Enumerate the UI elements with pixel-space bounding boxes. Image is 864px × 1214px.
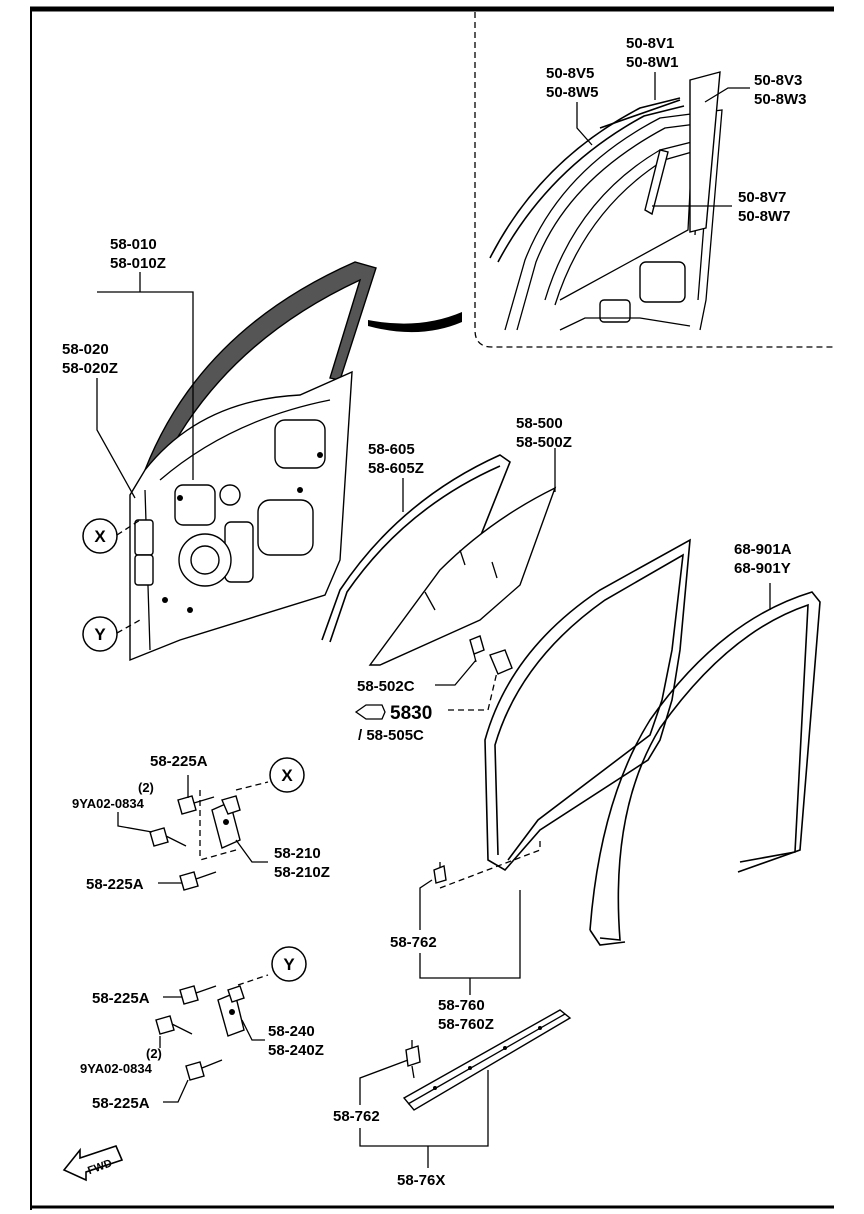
leader-58-225a-bottom [163, 1079, 189, 1103]
lower-hinge [217, 985, 245, 1037]
bolt-58-225a-lower [179, 871, 217, 891]
inset-door-frame [489, 71, 723, 331]
leader-58-762-lower [359, 1059, 409, 1105]
glass-bolt [469, 635, 513, 675]
label-58-605z: 58-605Z [368, 460, 424, 477]
door-glass [368, 486, 557, 666]
leader-y-marker [116, 619, 141, 634]
label-50-8v7: 50-8V7 [738, 189, 786, 206]
label-58-010: 58-010 [110, 236, 157, 253]
front-door-panel [129, 261, 377, 662]
label-58-225a-lower: 58-225A [86, 876, 144, 893]
label-58-500z: 58-500Z [516, 434, 572, 451]
leader-58-020b [96, 378, 136, 499]
label-qty-2-lower: (2) [146, 1046, 162, 1061]
label-58-760z: 58-760Z [438, 1016, 494, 1033]
label-58-210z: 58-210Z [274, 864, 330, 881]
marker-y-hinge [271, 946, 307, 982]
label-68-901y: 68-901Y [734, 560, 791, 577]
marker-x-door [82, 518, 118, 554]
label-58-502c: 58-502C [357, 678, 415, 695]
label-58-240: 58-240 [268, 1023, 315, 1040]
leader-x-marker [116, 519, 141, 536]
sill-strip [402, 1009, 572, 1111]
marker-x-hinge [269, 757, 305, 793]
pointer-hand-icon [354, 704, 386, 720]
inset-detail-frame [474, 12, 834, 348]
marker-y-door-text: Y [94, 625, 106, 644]
glass-run-channel [321, 454, 511, 643]
fwd-arrow-icon [62, 1145, 124, 1182]
label-qty-2-upper: (2) [138, 780, 154, 795]
label-9ya02-upper: 9YA02-0834 [72, 796, 145, 811]
label-58-225a-top: 58-225A [150, 753, 208, 770]
bolt-9ya02-lower [155, 1015, 193, 1035]
label-58-762-lower: 58-762 [333, 1108, 380, 1125]
marker-x-hinge-text: X [281, 766, 293, 785]
leader-58-240 [241, 1019, 265, 1041]
bolt-58-225a-bottom [185, 1059, 223, 1081]
leader-5830 [448, 671, 498, 711]
inset-connector [368, 312, 462, 333]
label-58-605: 58-605 [368, 441, 415, 458]
label-58-225a-bottom: 58-225A [92, 1095, 150, 1112]
label-58-76x: 58-76X [397, 1172, 445, 1189]
hinge-x-dashes [199, 781, 269, 861]
retainer-clip-lower [405, 1040, 421, 1079]
label-58-240z: 58-240Z [268, 1042, 324, 1059]
upper-hinge [211, 795, 241, 849]
leader-58-210 [235, 839, 268, 863]
label-50-8w7: 50-8W7 [738, 208, 791, 225]
leader-58-502c [435, 659, 477, 686]
label-58-505c: / 58-505C [358, 727, 424, 744]
label-50-8w1: 50-8W1 [626, 54, 679, 71]
label-58-762-upper: 58-762 [390, 934, 437, 951]
bolt-58-225a-upper2 [179, 985, 217, 1005]
marker-x-door-text: X [94, 527, 106, 546]
leader-58-76x [359, 1070, 489, 1147]
label-68-901a: 68-901A [734, 541, 792, 558]
dashed-retainer-guide [439, 840, 541, 889]
leader-50-8v5 [576, 102, 593, 146]
leader-58-010 [97, 291, 194, 480]
label-58-010z: 58-010Z [110, 255, 166, 272]
label-50-8v1: 50-8V1 [626, 35, 674, 52]
label-50-8w5: 50-8W5 [546, 84, 599, 101]
label-58-225a-upper2: 58-225A [92, 990, 150, 1007]
label-58-210: 58-210 [274, 845, 321, 862]
label-50-8v5: 50-8V5 [546, 65, 594, 82]
bolt-9ya02-upper [149, 827, 187, 847]
label-58-760: 58-760 [438, 997, 485, 1014]
label-50-8v3: 50-8V3 [754, 72, 802, 89]
label-9ya02-lower: 9YA02-0834 [80, 1061, 153, 1076]
label-58-020: 58-020 [62, 341, 109, 358]
label-58-500: 58-500 [516, 415, 563, 432]
body-weatherstrip-68-901a [589, 591, 821, 946]
leader-50-8v3 [704, 87, 750, 103]
marker-y-door [82, 616, 118, 652]
retainer-clip-upper [433, 862, 447, 884]
label-58-020z: 58-020Z [62, 360, 118, 377]
label-50-8w3: 50-8W3 [754, 91, 807, 108]
leader-58-762-upper [419, 879, 433, 930]
hinge-y-dashes [237, 974, 269, 986]
label-5830: 5830 [390, 703, 432, 724]
bolt-58-225a-top [177, 795, 215, 815]
leader-9ya02-upper [117, 812, 153, 833]
door-weatherstrip-58-760 [484, 538, 691, 872]
marker-y-hinge-text: Y [283, 955, 295, 974]
